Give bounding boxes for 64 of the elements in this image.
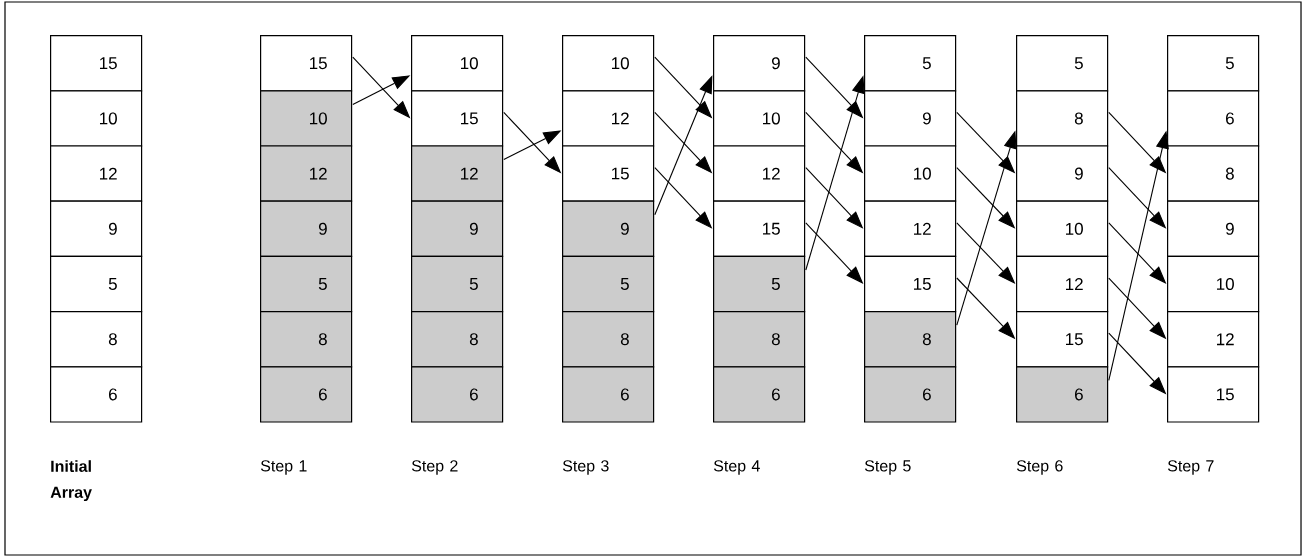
array-cell: 15 — [260, 35, 353, 92]
array-cell: 6 — [411, 366, 504, 423]
step-label: Step 6 — [1016, 460, 1063, 475]
array-cell: 15 — [1167, 366, 1260, 423]
array-cell: 8 — [411, 311, 504, 368]
array-cell: 10 — [260, 90, 353, 147]
array-cell: 10 — [50, 90, 143, 147]
array-cell: 10 — [1167, 255, 1260, 313]
array-cell: 6 — [864, 366, 957, 423]
array-cell: 8 — [1167, 145, 1260, 202]
array-cell: 15 — [864, 255, 957, 313]
array-cell: 10 — [562, 35, 655, 92]
array-cell: 6 — [562, 366, 655, 423]
array-cell: 8 — [50, 311, 143, 368]
array-cell: 10 — [713, 90, 806, 147]
step-label: Step 7 — [1167, 460, 1214, 475]
step-label: Step 2 — [411, 460, 458, 475]
array-cell: 6 — [260, 366, 353, 423]
array-cell: 5 — [411, 255, 504, 313]
array-cell: 12 — [562, 90, 655, 147]
array-cell: 10 — [864, 145, 957, 202]
array-cell: 10 — [411, 35, 504, 92]
array-cell: 12 — [50, 145, 143, 202]
step-label: Step 5 — [864, 460, 911, 475]
array-cell: 5 — [864, 35, 957, 92]
array-cell: 9 — [50, 200, 143, 257]
array-cell: 9 — [562, 200, 655, 257]
array-cell: 5 — [713, 255, 806, 313]
array-cell: 6 — [1167, 90, 1260, 147]
array-cell: 9 — [411, 200, 504, 257]
array-cell: 12 — [1016, 255, 1109, 313]
step-label: Step 4 — [713, 460, 760, 475]
array-cell: 9 — [713, 35, 806, 92]
array-cell: 6 — [50, 366, 143, 423]
array-cell: 9 — [864, 90, 957, 147]
array-cell: 12 — [260, 145, 353, 202]
array-cell: 12 — [1167, 311, 1260, 368]
array-cell: 5 — [50, 255, 143, 313]
array-cell: 15 — [1016, 311, 1109, 368]
array-cell: 9 — [1016, 145, 1109, 202]
array-cell: 8 — [713, 311, 806, 368]
array-cell: 5 — [1167, 35, 1260, 92]
array-cell: 12 — [864, 200, 957, 257]
array-cell: 5 — [562, 255, 655, 313]
array-cell: 8 — [260, 311, 353, 368]
array-cell: 12 — [713, 145, 806, 202]
array-cell: 6 — [1016, 366, 1109, 423]
array-cell: 15 — [713, 200, 806, 257]
array-cell: 9 — [260, 200, 353, 257]
array-cell: 15 — [562, 145, 655, 202]
array-cell: 8 — [864, 311, 957, 368]
array-cell: 15 — [411, 90, 504, 147]
array-cell: 5 — [260, 255, 353, 313]
array-cell: 8 — [1016, 90, 1109, 147]
array-cell: 9 — [1167, 200, 1260, 257]
array-cell: 15 — [50, 35, 143, 92]
array-cell: 6 — [713, 366, 806, 423]
array-cell: 8 — [562, 311, 655, 368]
array-cell: 12 — [411, 145, 504, 202]
step-label: Step 1 — [260, 460, 307, 475]
array-cell: 10 — [1016, 200, 1109, 257]
step-label: Step 3 — [562, 460, 609, 475]
array-cell: 5 — [1016, 35, 1109, 92]
step-label: Initial Array — [50, 460, 92, 502]
